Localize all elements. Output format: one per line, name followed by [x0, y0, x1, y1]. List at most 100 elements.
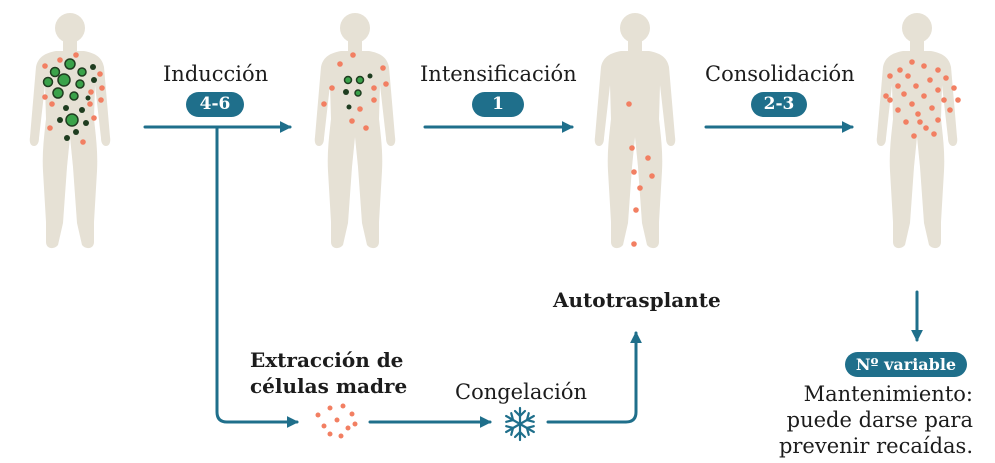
cell-dot — [97, 71, 103, 77]
cell-dot — [338, 433, 344, 439]
cell-dot — [909, 59, 915, 65]
cell-dot — [345, 425, 351, 431]
cell-dot — [57, 73, 71, 87]
cell-dot — [915, 111, 921, 117]
cell-dot — [91, 77, 97, 83]
cell-dot — [64, 135, 70, 141]
cell-dot — [631, 241, 637, 247]
step-label-intensificacion: Intensificación — [420, 62, 577, 86]
cell-dot — [321, 423, 327, 429]
cell-dot — [343, 75, 353, 85]
cell-dot — [363, 125, 369, 131]
maintenance-line2: puede darse para — [786, 408, 973, 432]
cell-dot — [897, 67, 903, 73]
cell-dot — [921, 93, 927, 99]
cell-dot — [65, 113, 79, 127]
human-silhouette-icon — [594, 13, 676, 249]
cell-dot — [913, 83, 919, 89]
cells-icon — [883, 59, 961, 139]
cell-dot — [887, 97, 893, 103]
cell-dot — [929, 105, 935, 111]
step-label-consolidacion: Consolidación — [705, 62, 855, 86]
cell-dot — [637, 185, 643, 191]
cell-dot — [57, 117, 63, 123]
snowflake-icon — [502, 406, 538, 442]
cell-dot — [75, 79, 85, 89]
cell-dot — [917, 119, 923, 125]
cell-dot — [340, 403, 346, 409]
maintenance-line1: Mantenimiento: — [803, 382, 973, 406]
cell-dot — [911, 133, 917, 139]
cells-icon — [321, 52, 389, 131]
cells-icon — [626, 101, 655, 247]
cell-dot — [935, 117, 941, 123]
cell-dot — [49, 66, 61, 78]
cell-dot — [69, 91, 79, 101]
cell-dot — [42, 94, 48, 100]
cell-dot — [52, 87, 64, 99]
cell-dot — [935, 67, 941, 73]
cell-dot — [79, 107, 85, 113]
cell-dot — [327, 405, 333, 411]
cell-dot — [943, 75, 949, 81]
cell-dot — [901, 91, 907, 97]
cell-dot — [626, 101, 632, 107]
cell-dot — [367, 73, 373, 79]
cell-dot — [99, 85, 105, 91]
cell-dot — [951, 85, 957, 91]
cell-dot — [85, 95, 91, 101]
cell-dot — [631, 169, 637, 175]
cycles-badge-consolidacion: 2-3 — [751, 92, 807, 117]
cell-dot — [955, 97, 961, 103]
arrow-icon — [215, 125, 299, 428]
cell-dot — [909, 101, 915, 107]
cell-dot — [42, 76, 54, 88]
cell-dot — [337, 61, 343, 67]
cell-dot — [73, 129, 79, 135]
cell-dot — [350, 52, 356, 58]
cell-dot — [931, 131, 937, 137]
human-silhouette-icon — [314, 13, 396, 249]
cell-dot — [903, 119, 909, 125]
cell-dot — [63, 105, 69, 111]
cell-dot — [921, 63, 927, 69]
cell-dot — [329, 85, 335, 91]
cell-dot — [633, 207, 639, 213]
cell-dot — [357, 106, 363, 112]
cell-dot — [90, 64, 96, 70]
cell-dot — [887, 73, 893, 79]
cell-dot — [83, 120, 89, 126]
cell-dot — [905, 73, 911, 79]
cell-dot — [327, 431, 333, 437]
cell-dot — [42, 63, 48, 69]
arrow-icon — [546, 331, 642, 424]
cell-dot — [383, 81, 389, 87]
cells-icon — [42, 52, 105, 145]
cell-dot — [941, 97, 947, 103]
cell-dot — [349, 411, 355, 417]
cell-dot — [947, 107, 953, 113]
cell-dot — [64, 58, 76, 70]
cell-dot — [355, 75, 365, 85]
cycles-badge-induccion: 4-6 — [186, 92, 244, 117]
maintenance-line3: prevenir recaídas. — [778, 434, 973, 458]
cell-dot — [352, 421, 358, 427]
cell-dot — [334, 417, 340, 423]
cell-dot — [315, 412, 321, 418]
cell-dot — [935, 87, 941, 93]
cell-dot — [91, 115, 97, 121]
cell-dot — [47, 125, 53, 131]
cell-dot — [645, 155, 651, 161]
cell-dot — [629, 145, 635, 151]
cell-dot — [371, 97, 377, 103]
cell-dot — [57, 57, 63, 63]
cell-dot — [380, 65, 386, 71]
cell-dot — [49, 101, 55, 107]
cell-dot — [895, 107, 901, 113]
human-silhouette-icon — [876, 13, 958, 249]
cell-dot — [73, 52, 79, 58]
transplant-label: Autotrasplante — [553, 288, 721, 312]
cell-dot — [346, 104, 352, 110]
